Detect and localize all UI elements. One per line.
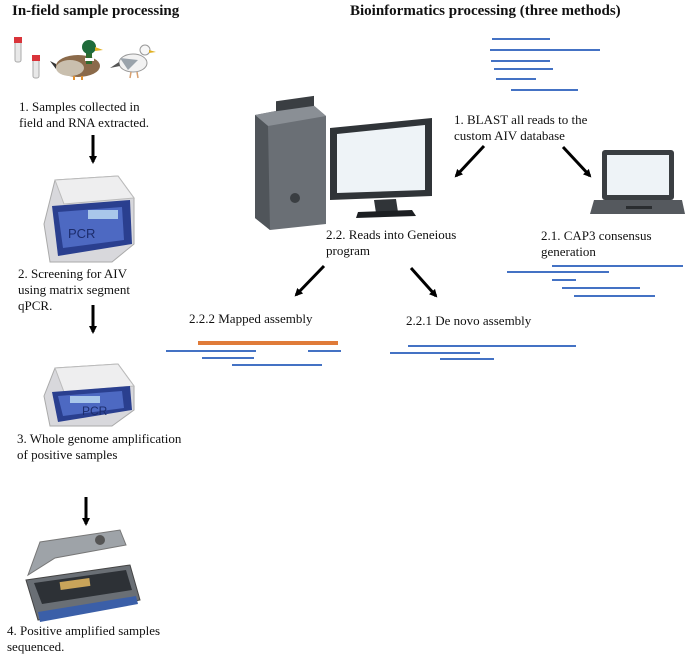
de-novo-assembly-label: 2.2.1 De novo assembly: [406, 313, 532, 328]
duck-icon: [50, 40, 103, 80]
cap3-reads: [507, 265, 683, 297]
laptop-icon: [590, 150, 685, 214]
de-novo-assembly-reads: [390, 345, 576, 360]
step-4-label: 4. Positive amplified samples sequenced.: [7, 623, 161, 654]
sequencer-icon: [25, 529, 141, 622]
gull-icon: [110, 44, 156, 79]
desktop-computer-icon: [255, 95, 432, 230]
blast-label: 1. BLAST all reads to the custom AIV dat…: [454, 112, 588, 143]
cap3-label: 2.1. CAP3 consensus generation: [541, 228, 652, 259]
left-heading: In-field sample processing: [12, 3, 180, 19]
pcr-label: PCR: [82, 404, 108, 418]
mapped-assembly-label: 2.2.2 Mapped assembly: [189, 311, 313, 326]
pcr-machine-icon: PCR: [43, 363, 135, 427]
raw-reads: [490, 38, 600, 91]
sample-tubes-icon: [14, 37, 40, 79]
step-3-label: 3. Whole genome amplification of positiv…: [17, 431, 182, 462]
pcr-label: PCR: [68, 226, 95, 241]
pcr-machine-icon: PCR: [43, 175, 135, 263]
mapped-assembly-reads: [166, 341, 341, 366]
step-2-label: 2. Screening for AIV using matrix segmen…: [18, 266, 130, 313]
step-1-label: 1. Samples collected in field and RNA ex…: [19, 99, 149, 130]
geneious-label: 2.2. Reads into Geneious program: [326, 227, 457, 258]
right-heading: Bioinformatics processing (three methods…: [350, 3, 621, 19]
